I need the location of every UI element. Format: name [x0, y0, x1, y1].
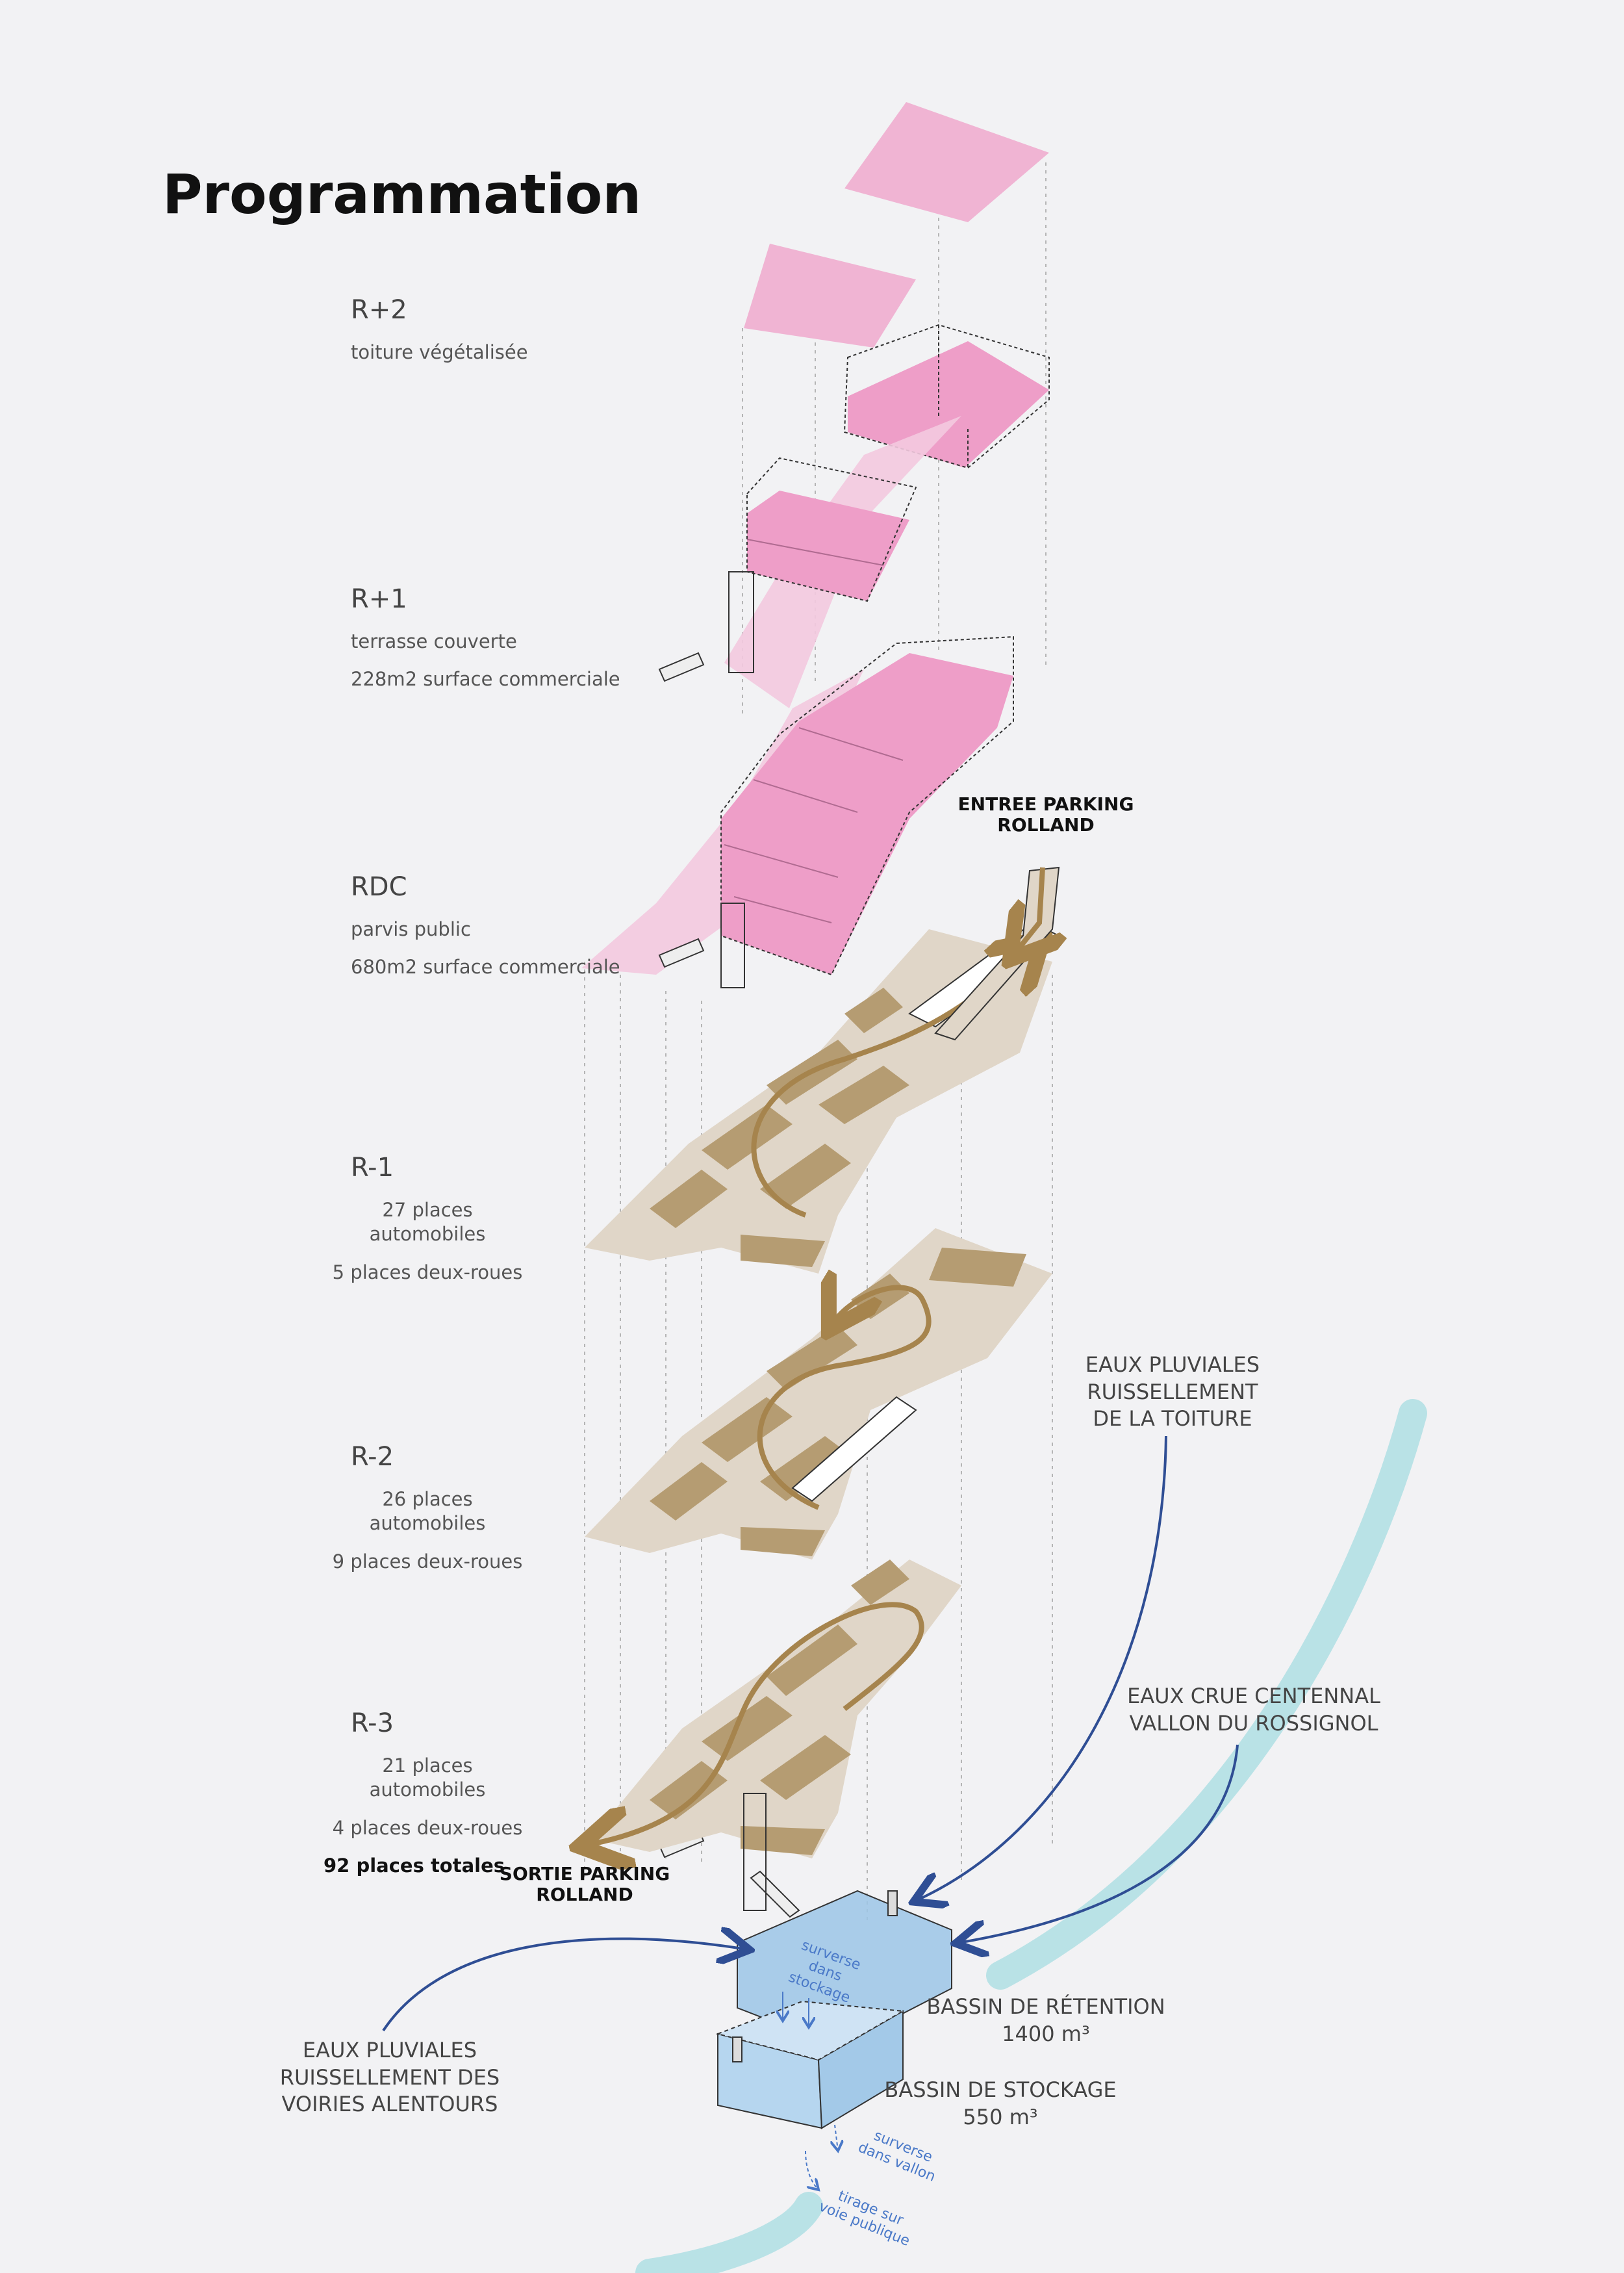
roof-runoff-label: EAUX PLUVIALES RUISSELLEMENT DE LA TOITU… — [1085, 1352, 1260, 1432]
entry-parking-label: ENTREE PARKING ROLLAND — [958, 793, 1134, 836]
parking-r3 — [585, 1560, 961, 1911]
street-runoff-label: EAUX PLUVIALES RUISSELLEMENT DES VOIRIES… — [279, 2038, 500, 2117]
level-name: R-1 — [351, 1152, 394, 1183]
r1-volume — [728, 457, 917, 673]
entry-arrow — [1013, 867, 1043, 955]
stream-curve — [986, 1399, 1427, 1990]
flood-label: EAUX CRUE CENTENNAL VALLON DU ROSSIGNOL — [1127, 1684, 1380, 1736]
level-name: R-3 — [351, 1708, 394, 1738]
arrow-roof-runoff — [916, 1435, 1167, 1901]
arrow-street-runoff — [382, 1939, 747, 2032]
level-name: R-2 — [351, 1441, 394, 1472]
rdc-volume — [720, 636, 1014, 988]
roof-left — [744, 244, 916, 348]
roof-right — [844, 102, 1049, 222]
level-line: 26 places automobiles — [369, 1487, 486, 1535]
level-line: 21 places automobiles — [369, 1754, 486, 1801]
level-name: RDC — [351, 871, 407, 902]
level-line: 4 places deux-roues — [332, 1816, 523, 1839]
arrow-flood — [958, 1744, 1239, 1943]
level-line: toiture végétalisée — [351, 340, 528, 363]
level-line: parvis public — [351, 918, 471, 940]
level-line: 228m2 surface commerciale — [351, 668, 620, 691]
level-r2: R+2 toiture végétalisée — [351, 279, 528, 378]
retention-basin-label: BASSIN DE RÉTENTION 1400 m³ — [926, 1994, 1165, 2046]
total-places: 92 places totales — [324, 1855, 505, 1877]
stream-curve-lower — [635, 2192, 823, 2273]
level-r1: R+1 terrasse couverte 228m2 surface comm… — [351, 569, 620, 706]
level-name: R+2 — [351, 294, 407, 325]
level-rdc: RDC parvis public 680m2 surface commerci… — [351, 856, 620, 994]
storage-basin-label: BASSIN DE STOCKAGE 550 m³ — [884, 2077, 1117, 2129]
basins — [715, 1890, 952, 2190]
level-r-2: R-2 26 places automobiles 9 places deux-… — [324, 1426, 531, 1587]
level-line: 5 places deux-roues — [332, 1261, 523, 1283]
level-r-3: R-3 21 places automobiles 4 places deux-… — [324, 1693, 531, 1892]
exit-parking-label: SORTIE PARKING ROLLAND — [499, 1863, 670, 1906]
parking-r2 — [585, 1228, 1052, 1560]
level-r-1: R-1 27 places automobiles 5 places deux-… — [324, 1137, 531, 1298]
level-line: 680m2 surface commerciale — [351, 956, 620, 979]
page-title: Programmation — [162, 162, 642, 226]
r2-volume — [843, 324, 1050, 469]
level-line: 9 places deux-roues — [332, 1550, 523, 1573]
level-line: 27 places automobiles — [369, 1198, 486, 1246]
level-name: R+1 — [351, 584, 407, 614]
level-line: terrasse couverte — [351, 630, 517, 652]
